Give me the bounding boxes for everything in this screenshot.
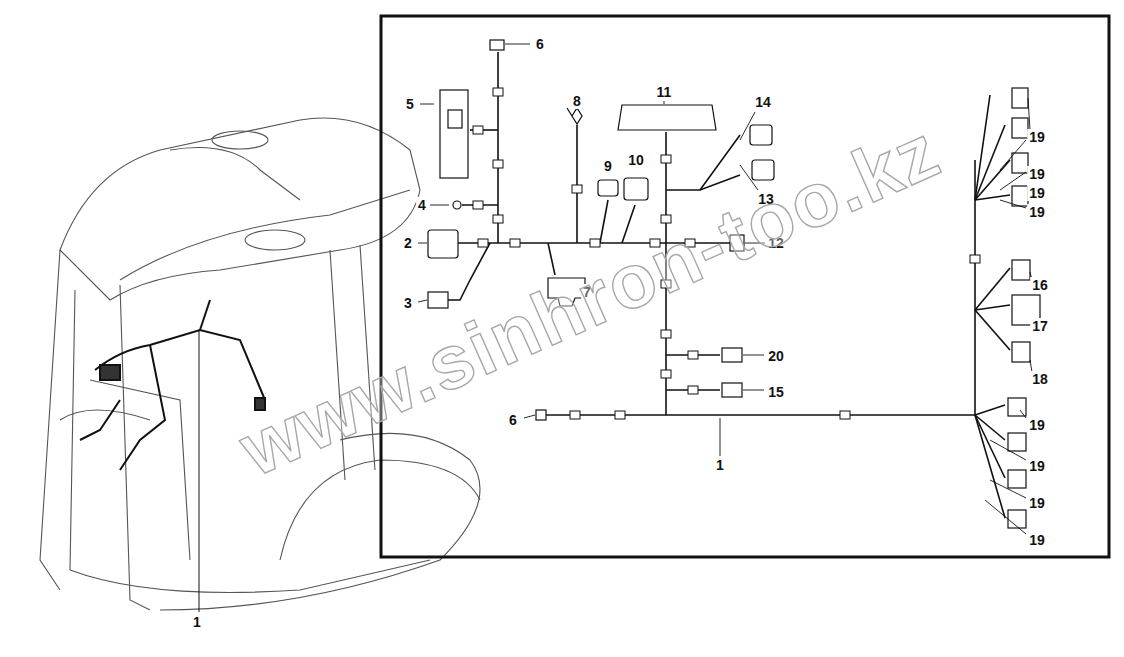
callout-number: 3 bbox=[402, 295, 414, 311]
callout-number: 19 bbox=[1027, 185, 1047, 201]
cab-harness bbox=[80, 300, 265, 470]
callout-number: 19 bbox=[1027, 166, 1047, 182]
callout-number: 19 bbox=[1027, 417, 1047, 433]
callout-number: 18 bbox=[1030, 371, 1050, 387]
callout-number: 19 bbox=[1027, 204, 1047, 220]
component bbox=[428, 40, 1040, 528]
callout-number: 19 bbox=[1027, 129, 1047, 145]
callout-number: 16 bbox=[1030, 277, 1050, 293]
callout-number: 20 bbox=[766, 348, 786, 364]
callout-number: 19 bbox=[1027, 532, 1047, 548]
callout-number: 2 bbox=[402, 235, 414, 251]
callout-number: 15 bbox=[766, 384, 786, 400]
callout-number: 9 bbox=[602, 158, 614, 174]
callout-number: 14 bbox=[753, 94, 773, 110]
callout-number: 10 bbox=[626, 152, 646, 168]
callout-number: 5 bbox=[404, 96, 416, 112]
callout-number: 1 bbox=[714, 457, 726, 473]
leader-line bbox=[199, 330, 200, 612]
callout-number: 19 bbox=[1027, 495, 1047, 511]
callout-number: 8 bbox=[571, 93, 583, 109]
callout-number: 6 bbox=[534, 36, 546, 52]
callout-number: 17 bbox=[1030, 318, 1050, 334]
callout-number: 19 bbox=[1027, 458, 1047, 474]
callout-number: 4 bbox=[416, 197, 428, 213]
callout-number: 11 bbox=[655, 84, 674, 100]
watermark: www.sinhron-too.kz bbox=[230, 112, 951, 489]
leader-line bbox=[418, 44, 1040, 534]
callout-number: 1 bbox=[191, 614, 203, 630]
callout-number: 6 bbox=[507, 412, 519, 428]
detail-frame bbox=[381, 16, 1109, 557]
